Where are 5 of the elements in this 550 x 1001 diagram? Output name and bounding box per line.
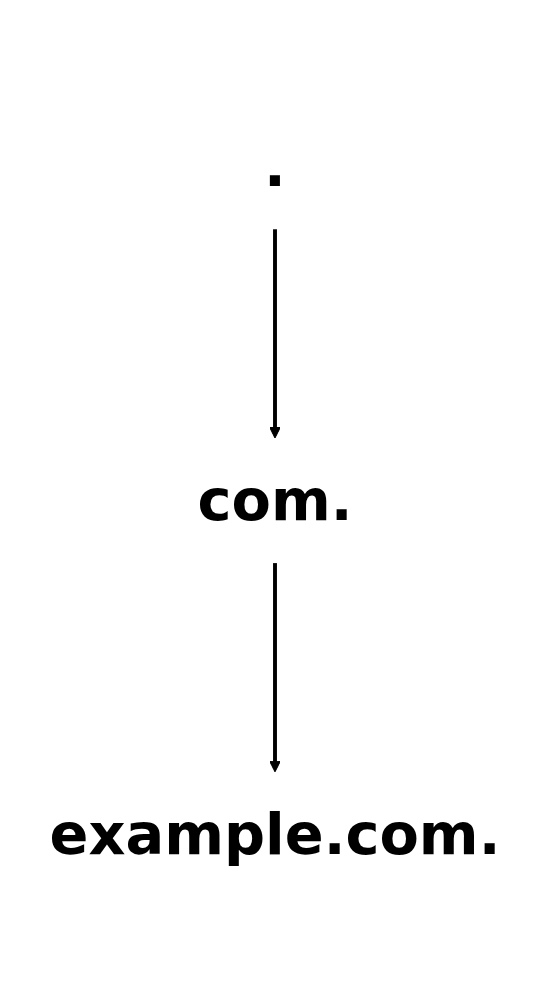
node-text: com. <box>197 466 353 534</box>
node-text: example.com. <box>49 800 501 867</box>
arrow <box>269 229 281 439</box>
node-text: . <box>264 132 286 200</box>
arrow <box>269 563 281 773</box>
